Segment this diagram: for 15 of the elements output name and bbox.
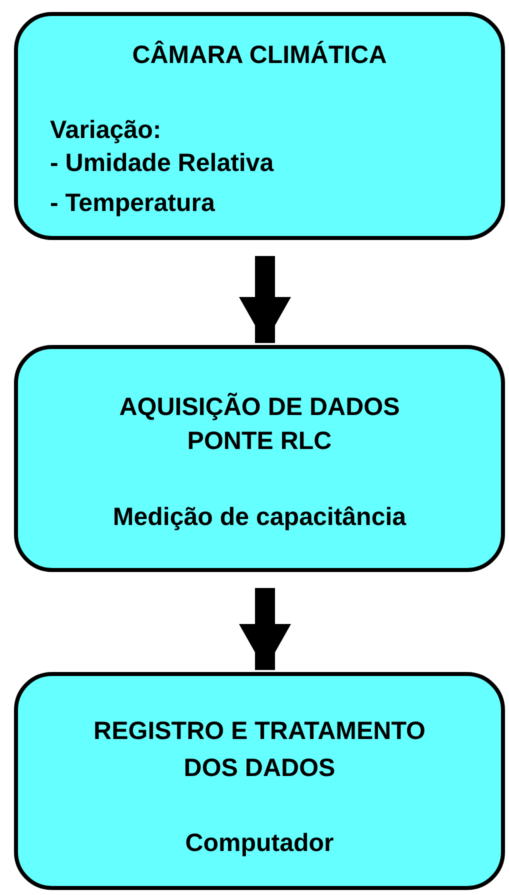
- box-heading: DOS DADOS: [182, 753, 336, 783]
- box-heading: REGISTRO E TRATAMENTO: [92, 716, 426, 746]
- list-item: - Umidade Relativa: [50, 148, 274, 178]
- process-box: [14, 345, 505, 572]
- process-box: [14, 12, 505, 240]
- arrow: [239, 256, 291, 343]
- body-text: Computador: [184, 828, 335, 858]
- body-text: Medição de capacitância: [112, 502, 408, 532]
- process-box: [14, 672, 505, 890]
- box-heading: PONTE RLC: [186, 426, 333, 456]
- body-text: Variação:: [50, 115, 162, 145]
- box-heading: AQUISIÇÃO DE DADOS: [118, 392, 401, 422]
- box-heading: CÂMARA CLIMÁTICA: [131, 40, 388, 70]
- list-item: - Temperatura: [50, 188, 215, 218]
- arrow: [239, 588, 291, 670]
